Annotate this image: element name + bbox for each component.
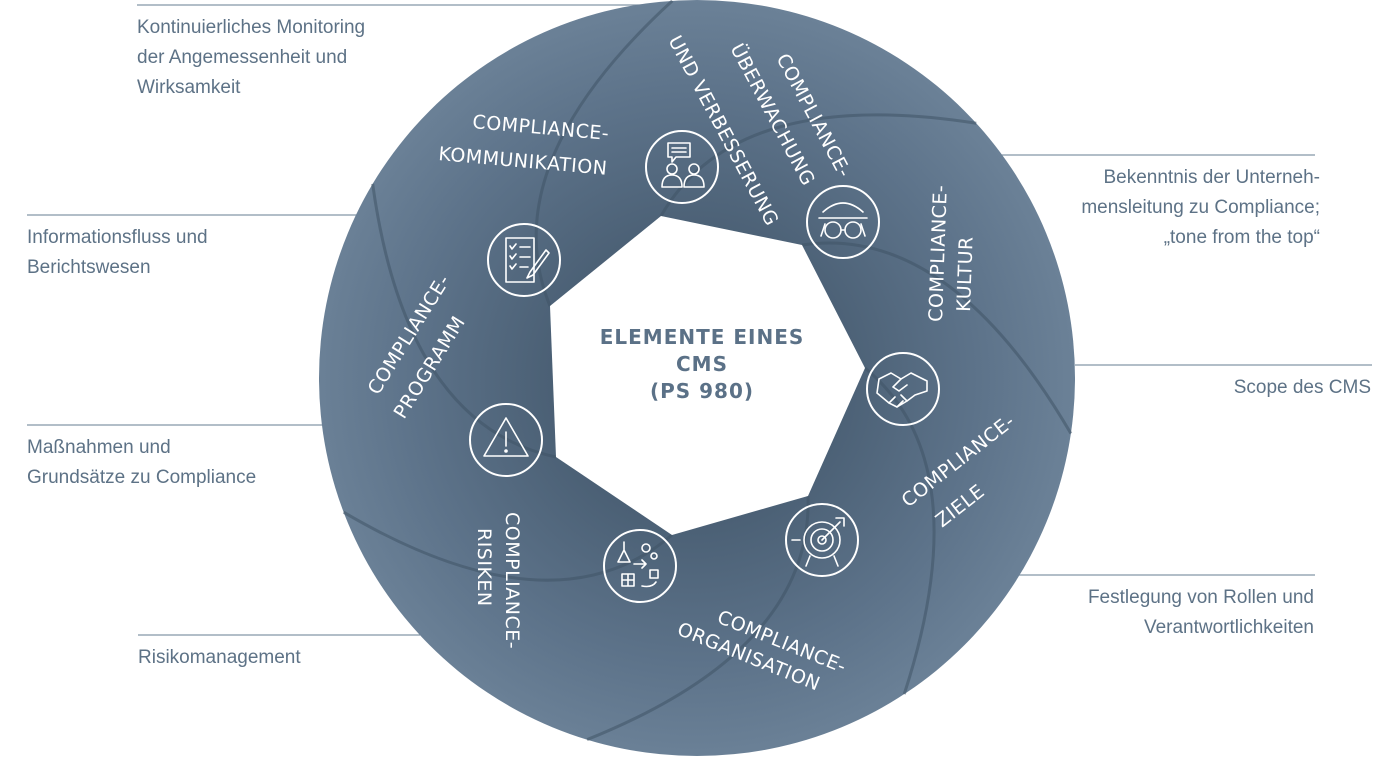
target-icon	[785, 503, 859, 577]
annotation-measures-line2: Grundsätze zu Compliance	[27, 467, 257, 488]
center-title-line3: (PS 980)	[650, 379, 754, 403]
annotation-commitment-line2: mensleitung zu Compliance;	[1081, 197, 1320, 218]
annotation-roles: Festlegung von Rollen und Verantwortlich…	[1088, 583, 1314, 643]
annotation-scope: Scope des CMS	[1234, 373, 1371, 403]
annotation-commitment-line1: Bekenntnis der Unterneh-	[1103, 167, 1320, 188]
segment-kultur: COMPLIANCE- KULTUR	[925, 184, 978, 322]
segment-seams	[342, 0, 1073, 742]
segment-seam	[534, 0, 674, 307]
annotation-monitoring-line1: Kontinuierliches Monitoring	[137, 17, 366, 38]
segment-seam	[371, 183, 557, 459]
segment-seam	[342, 510, 673, 582]
annotation-roles-line1: Festlegung von Rollen und	[1087, 587, 1314, 608]
annotation-scope-line1: Scope des CMS	[1233, 377, 1371, 398]
segment-seam	[864, 366, 936, 695]
annotation-information-line2: Berichtswesen	[27, 257, 151, 278]
annotation-risk-line1: Risikomanagement	[138, 647, 301, 668]
annotation-commitment-line3: „tone from the top“	[1163, 227, 1320, 248]
warning-icon	[469, 403, 543, 477]
segment-kultur-line1: COMPLIANCE-	[925, 184, 952, 322]
handshake-icon	[866, 352, 940, 426]
annotation-commitment: Bekenntnis der Unterneh- mensleitung zu …	[1081, 163, 1320, 253]
center-hole	[550, 216, 865, 535]
segment-risiken: COMPLIANCE- RISIKEN	[473, 512, 523, 649]
annotation-information: Informationsfluss und Berichtswesen	[27, 223, 208, 283]
annotation-measures-line1: Maßnahmen und	[27, 437, 171, 458]
checklist-icon	[487, 223, 561, 297]
annotation-measures: Maßnahmen und Grundsätze zu Compliance	[27, 433, 256, 493]
annotation-monitoring-line2: der Angemessenheit und	[137, 47, 348, 68]
annotation-monitoring-line3: Wirksamkeit	[137, 77, 241, 98]
annotation-information-line1: Informationsfluss und	[27, 227, 208, 248]
segment-risiken-line1: COMPLIANCE-	[501, 512, 523, 649]
center-title-line2: CMS	[676, 352, 728, 376]
annotation-risk: Risikomanagement	[138, 643, 301, 673]
segment-kultur-line2: KULTUR	[953, 236, 978, 312]
segment-risiken-line2: RISIKEN	[473, 528, 495, 607]
leader-lines	[27, 4, 1372, 636]
annotation-roles-line2: Verantwortlichkeiten	[1143, 617, 1314, 638]
binoculars-icon	[806, 185, 880, 259]
organisation-icon	[603, 529, 677, 603]
center-title-line1: ELEMENTE EINES	[600, 325, 805, 349]
communication-icon	[645, 130, 719, 204]
annotation-monitoring: Kontinuierliches Monitoring der Angemess…	[137, 13, 365, 103]
segment-seam	[801, 241, 1073, 435]
